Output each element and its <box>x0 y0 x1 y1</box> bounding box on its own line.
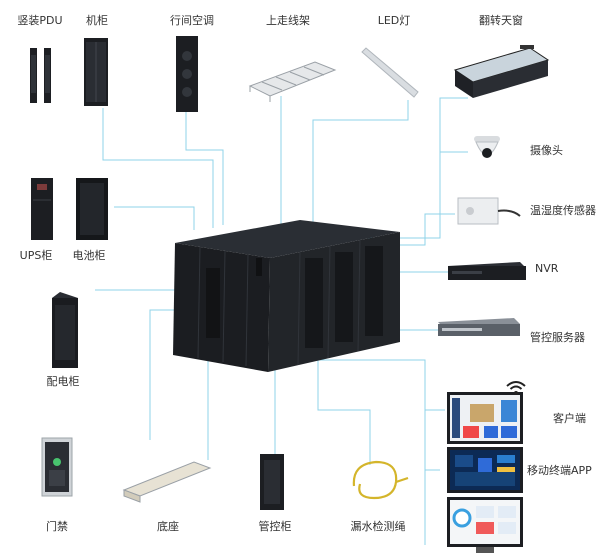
nvr-label: NVR <box>535 262 559 275</box>
battery-image <box>76 178 108 240</box>
pdu-image <box>30 48 51 103</box>
ups-label: UPS柜 <box>19 249 53 262</box>
camera-label: 摄像头 <box>530 144 563 157</box>
cable-tray-image <box>248 61 337 102</box>
nvr-image <box>448 262 526 280</box>
control-image <box>260 454 284 510</box>
control-label: 管控柜 <box>258 520 292 533</box>
led-image <box>361 47 419 98</box>
access-image <box>41 437 73 497</box>
row-ac-label: 行间空调 <box>170 14 214 27</box>
cabinet-image <box>84 38 108 106</box>
server-image <box>438 318 520 336</box>
skylight-label: 翻转天窗 <box>479 14 523 27</box>
th-sensor-image <box>457 197 521 225</box>
wifi-icon <box>506 381 526 395</box>
skylight-image <box>453 45 550 98</box>
connector-lines <box>95 96 468 545</box>
leak-rope-image <box>352 460 409 500</box>
cable-tray-label: 上走线架 <box>266 14 310 27</box>
row-ac-image <box>176 36 198 112</box>
client-label: 客户端 <box>553 412 586 425</box>
server-label: 管控服务器 <box>530 331 585 344</box>
power-dist-image <box>52 292 78 368</box>
micro-module-image <box>173 220 400 372</box>
battery-label: 电池柜 <box>72 249 106 262</box>
th-sensor-label: 温湿度传感器 <box>530 204 596 217</box>
base-image <box>122 461 212 503</box>
led-label: LED灯 <box>377 14 411 27</box>
base-label: 底座 <box>157 520 179 533</box>
ups-image <box>31 178 53 240</box>
screen-image <box>447 497 523 553</box>
access-label: 门禁 <box>46 520 68 533</box>
cabinet-label: 机柜 <box>86 14 108 27</box>
power-dist-label: 配电柜 <box>46 375 80 388</box>
leak-rope-label: 漏水检测绳 <box>350 520 406 533</box>
mobile-app-label: 移动终端APP <box>527 464 592 477</box>
pdu-label: 竖装PDU <box>17 14 63 27</box>
client-image <box>447 392 523 444</box>
camera-image <box>474 136 500 158</box>
mobile-app-image <box>447 447 523 493</box>
